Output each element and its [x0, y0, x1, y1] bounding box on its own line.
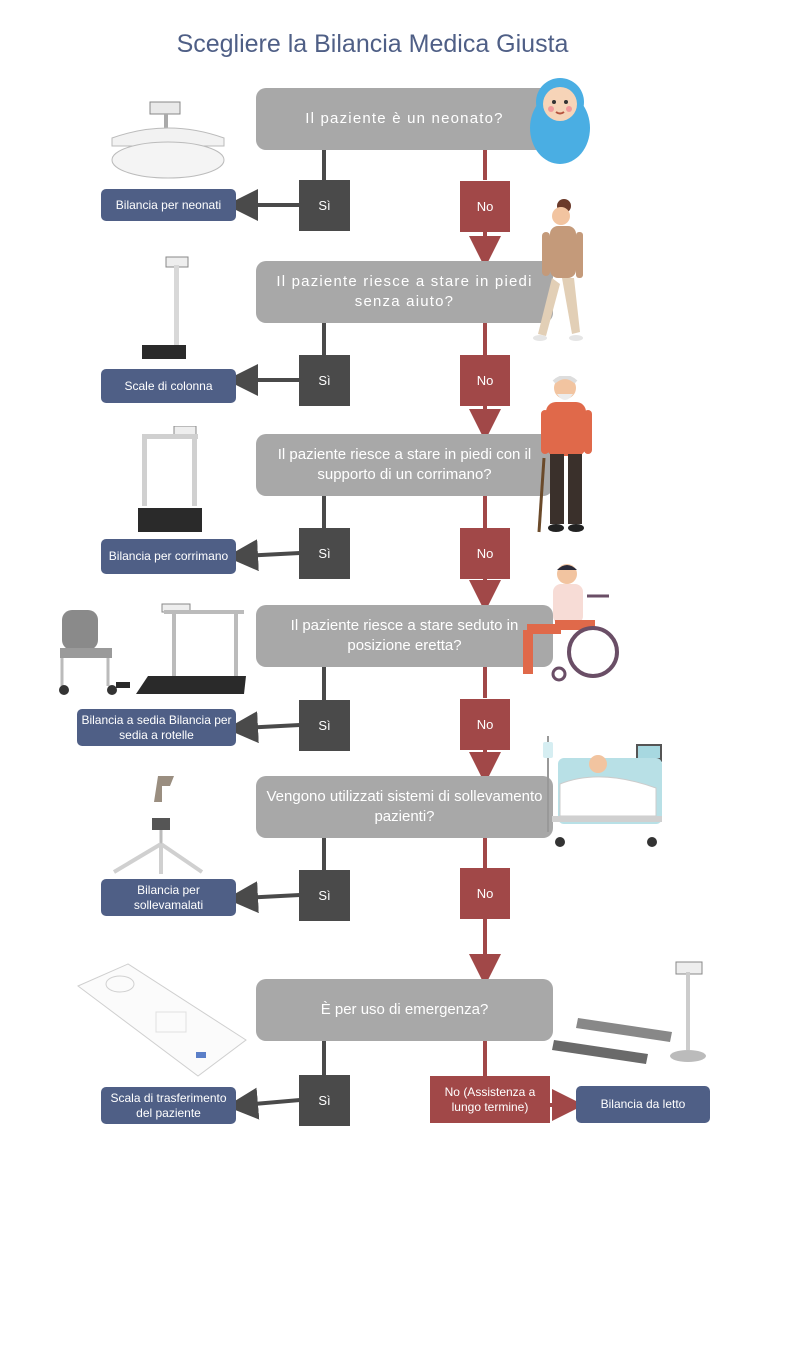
result-transfer-board: Scala di trasferimento del paziente: [101, 1087, 236, 1124]
yes-box-3: Sì: [299, 528, 350, 579]
hospital-bed-patient-icon: [543, 736, 662, 847]
yes-box-2: Sì: [299, 355, 350, 406]
no-box-4: No: [460, 699, 510, 750]
result-handrail-scale: Bilancia per corrimano: [101, 539, 236, 574]
diagram-title: Scegliere la Bilancia Medica Giusta: [176, 30, 569, 58]
lift-scale-icon: [112, 776, 204, 874]
no-box-5: No: [460, 868, 510, 919]
result-chair-wheelchair-scale: Bilancia a sedia Bilancia per sedia a ro…: [77, 709, 236, 746]
wheelchair-scale-icon: [136, 603, 246, 694]
column-scale-icon: [142, 256, 189, 359]
result-lift-scale: Bilancia per sollevamalati: [101, 879, 236, 916]
no-box-3: No: [460, 528, 510, 579]
handrail-scale-icon: [138, 426, 202, 532]
result-bed-scale: Bilancia da letto: [576, 1086, 710, 1123]
transfer-board-icon: [77, 963, 247, 1077]
result-column-scale: Scale di colonna: [101, 369, 236, 403]
question-stand-handrail: Il paziente riesce a stare in piedi con …: [256, 434, 553, 496]
wheelchair-person-icon: [523, 564, 619, 682]
question-stand-unaided: Il paziente riesce a stare in piedi senz…: [256, 261, 553, 323]
yes-box-1: Sì: [299, 180, 350, 231]
yes-box-6: Sì: [299, 1075, 350, 1126]
question-sit-upright: Il paziente riesce a stare seduto in pos…: [256, 605, 553, 667]
chair-scale-icon: [59, 610, 130, 695]
elderly-man-cane-icon: [537, 376, 592, 533]
result-baby-scale: Bilancia per neonati: [101, 189, 236, 221]
baby-scale-icon: [111, 101, 225, 179]
yes-box-5: Sì: [299, 870, 350, 921]
yes-box-4: Sì: [299, 700, 350, 751]
question-newborn: Il paziente è un neonato?: [256, 88, 553, 150]
bed-scale-icon: [552, 961, 706, 1064]
no-box-long-term: No (Assistenza a lungo termine): [430, 1076, 550, 1123]
question-emergency: È per uso di emergenza?: [256, 979, 553, 1041]
baby-icon: [530, 78, 590, 164]
no-box-2: No: [460, 355, 510, 406]
no-box-1: No: [460, 181, 510, 232]
woman-standing-icon: [533, 199, 583, 341]
question-lift-systems: Vengono utilizzati sistemi di sollevamen…: [256, 776, 553, 838]
